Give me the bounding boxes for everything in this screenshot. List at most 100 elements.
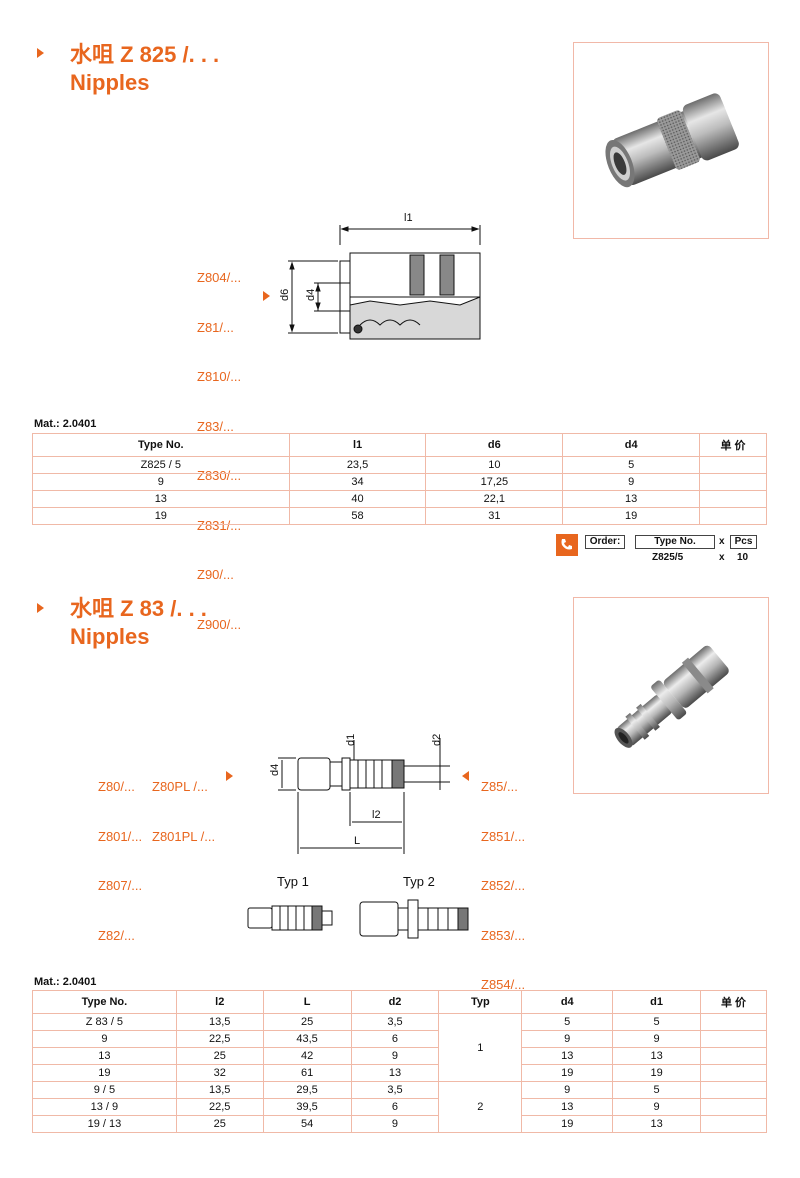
order-type-value: Z825/5 — [652, 552, 684, 563]
technical-drawing-2: d4 d1 d2 l2 L — [269, 734, 450, 854]
cell — [700, 1013, 767, 1031]
cell: 9 — [350, 1047, 440, 1065]
order-type-header: Type No. — [635, 535, 715, 549]
dim-l1-label: l1 — [404, 212, 413, 224]
table-header-row: Type No. l1 d6 d4 单 价 — [32, 433, 767, 457]
material-label-1: Mat.: 2.0401 — [34, 418, 97, 430]
cell — [699, 507, 767, 525]
pointer-arrow-icon — [263, 291, 270, 301]
column-header: l1 — [288, 433, 427, 457]
table-row: 19 58 31 19 — [32, 507, 767, 525]
dim-d4-label: d4 — [269, 764, 281, 776]
model-item: Z85/... — [481, 779, 518, 794]
model-item: Z80/... — [98, 779, 135, 794]
cell: 22,5 — [175, 1098, 264, 1116]
cell: 25 — [175, 1115, 264, 1133]
cell: 9 — [32, 473, 290, 491]
model-item: Z83/... — [197, 418, 234, 434]
cell: 13 — [521, 1047, 614, 1065]
typ2-drawing — [359, 899, 469, 939]
order-x-2: x — [719, 552, 725, 563]
cell — [700, 1047, 767, 1065]
compatible-models-left-1: Z80/... Z801/... Z807/... Z82/... — [98, 746, 142, 961]
cell: 13 — [562, 490, 701, 508]
cell: Z 83 / 5 — [32, 1013, 177, 1031]
model-item: Z801/... — [98, 828, 143, 844]
cell: 3,5 — [350, 1081, 440, 1099]
model-item: Z90/... — [197, 567, 234, 582]
cell: 6 — [350, 1030, 440, 1048]
cell: 39,5 — [262, 1098, 352, 1116]
cell: Z825 / 5 — [32, 456, 290, 474]
typ1-drawing — [247, 905, 333, 931]
cell: 61 — [262, 1064, 352, 1082]
spec-table-2: Type No. l2 L d2 Typ d4 d1 单 价 Z 83 / 5 … — [32, 990, 767, 1133]
cell: 5 — [521, 1013, 614, 1031]
model-item: Z810/... — [197, 369, 242, 384]
table-header-row: Type No. l2 L d2 Typ d4 d1 单 价 — [32, 990, 767, 1014]
phone-icon — [561, 539, 572, 550]
cell: 13 — [612, 1047, 702, 1065]
cell: 9 — [350, 1115, 440, 1133]
cell: 19 — [612, 1064, 702, 1082]
cell: 42 — [262, 1047, 352, 1065]
cell — [699, 473, 767, 491]
cell: 19 — [32, 1064, 177, 1082]
cell: 58 — [288, 507, 427, 525]
cell: 43,5 — [262, 1030, 352, 1048]
section2-subtitle: Nipples — [70, 624, 150, 649]
cell — [700, 1064, 767, 1082]
phone-order-icon — [556, 534, 578, 556]
column-header: Type No. — [32, 990, 177, 1014]
column-header: d4 — [521, 990, 614, 1014]
cell: 40 — [288, 490, 427, 508]
cell: 34 — [288, 473, 427, 491]
cell: 13 — [32, 1047, 177, 1065]
cell: 13,5 — [175, 1013, 264, 1031]
cell — [700, 1115, 767, 1133]
cell: 17,25 — [425, 473, 564, 491]
model-item: Z82/... — [98, 927, 135, 943]
dim-d6-label: d6 — [279, 289, 291, 301]
cell: 9 — [612, 1030, 702, 1048]
table-row: 9 / 5 13,5 29,5 3,5 2 9 5 — [32, 1081, 767, 1133]
product-photo-1 — [573, 42, 769, 239]
table-row: Z825 / 5 23,5 10 5 — [32, 456, 767, 474]
technical-drawing-1: l1 d6 d4 — [279, 212, 481, 340]
cell: 13 — [521, 1098, 614, 1116]
typ-cell: 2 — [438, 1081, 523, 1133]
order-pcs-header: Pcs — [730, 535, 757, 549]
cell — [699, 456, 767, 474]
cell — [700, 1098, 767, 1116]
column-header: d4 — [562, 433, 701, 457]
model-item: Z80PL /... — [152, 779, 208, 794]
arrow-right-icon — [37, 48, 44, 58]
cell: 19 — [562, 507, 701, 525]
model-item: Z853/... — [481, 927, 526, 943]
cell: 22,1 — [425, 490, 564, 508]
cell: 23,5 — [288, 456, 427, 474]
order-label: Order: — [585, 535, 625, 549]
cell: 6 — [350, 1098, 440, 1116]
model-item: Z81/... — [197, 319, 234, 335]
cell: 29,5 — [262, 1081, 352, 1099]
column-header: Type No. — [32, 433, 290, 457]
cell: 5 — [612, 1013, 702, 1031]
nipple-photo-image — [614, 645, 729, 748]
cell: 13 / 9 — [32, 1098, 177, 1116]
coupling-photo-image — [605, 93, 739, 188]
table-row: 13 25 42 9 13 13 — [32, 1047, 767, 1065]
table-row: 19 / 13 25 54 9 19 13 — [32, 1115, 767, 1133]
cell: 54 — [262, 1115, 352, 1133]
dim-d4-label: d4 — [305, 289, 317, 301]
cell: 9 — [521, 1081, 614, 1099]
cell: 9 — [562, 473, 701, 491]
pointer-arrow-left-icon — [462, 771, 469, 781]
column-header: 单 价 — [699, 433, 767, 457]
cell: 9 — [32, 1030, 177, 1048]
cell: 25 — [175, 1047, 264, 1065]
table-row: 13 40 22,1 13 — [32, 490, 767, 508]
cell: 5 — [562, 456, 701, 474]
cell: 19 — [521, 1115, 614, 1133]
cell: 9 — [612, 1098, 702, 1116]
